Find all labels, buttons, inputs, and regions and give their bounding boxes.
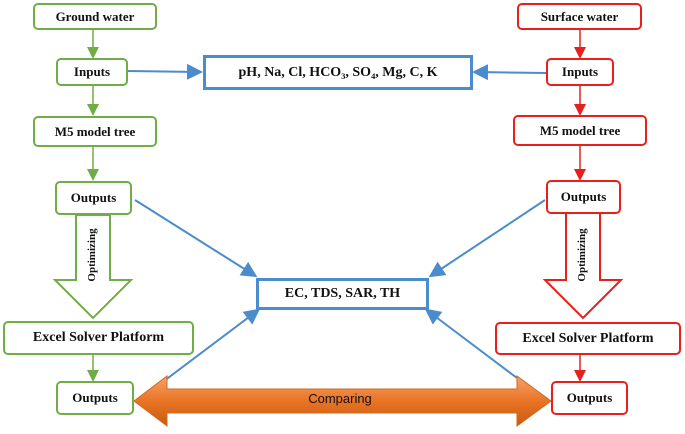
surface-water-box: Surface water bbox=[517, 3, 642, 30]
excel-solver-box-right: Excel Solver Platform bbox=[495, 322, 681, 355]
inputs-box-left: Inputs bbox=[56, 58, 128, 86]
outputs-label-right: Outputs bbox=[560, 189, 607, 204]
excel-solver-label-right: Excel Solver Platform bbox=[522, 330, 654, 346]
inputs-label-right: Inputs bbox=[561, 64, 599, 79]
m5-model-tree-box-right: M5 model tree bbox=[513, 115, 647, 146]
final-outputs-box-left: Outputs bbox=[56, 381, 134, 415]
optimizing-label-right: Optimizing bbox=[576, 228, 588, 282]
outputs-box-left: Outputs bbox=[55, 181, 132, 215]
parameters-box: pH, Na, Cl, HCO₃, SO₄, Mg, C, K bbox=[203, 55, 473, 90]
final-outputs-label-left: Outputs bbox=[72, 390, 118, 405]
arrow-outputs-right-to-indices bbox=[428, 199, 546, 278]
inputs-box-right: Inputs bbox=[546, 58, 614, 86]
m5-model-tree-label-right: M5 model tree bbox=[539, 122, 621, 138]
ground-water-box: Ground water bbox=[33, 3, 157, 30]
excel-solver-label-left: Excel Solver Platform bbox=[32, 330, 165, 345]
excel-solver-box-left: Excel Solver Platform bbox=[3, 321, 194, 355]
arrow-inputs-left-to-params bbox=[127, 63, 203, 80]
arrow-final-right-to-indices bbox=[424, 308, 526, 385]
indices-box: EC, TDS, SAR, TH bbox=[256, 278, 429, 310]
outputs-box-right: Outputs bbox=[546, 180, 621, 214]
optimizing-label-left: Optimizing bbox=[86, 228, 98, 282]
inputs-label-left: Inputs bbox=[73, 64, 111, 79]
arrow-final-left-to-indices bbox=[159, 308, 261, 385]
arrow-outputs-left-to-indices bbox=[134, 199, 258, 278]
surface-water-label: Surface water bbox=[540, 8, 619, 24]
optimizing-arrow-left bbox=[52, 214, 134, 320]
parameters-label: pH, Na, Cl, HCO₃, SO₄, Mg, C, K bbox=[238, 64, 438, 80]
final-outputs-label-right: Outputs bbox=[566, 390, 613, 405]
comparing-label: Comparing bbox=[308, 391, 372, 406]
arrow-inputs-right-to-params bbox=[472, 64, 547, 81]
outputs-label-left: Outputs bbox=[70, 190, 117, 205]
final-outputs-box-right: Outputs bbox=[551, 381, 628, 415]
indices-label: EC, TDS, SAR, TH bbox=[284, 286, 401, 301]
m5-model-tree-label-left: M5 model tree bbox=[54, 123, 136, 139]
m5-model-tree-box-left: M5 model tree bbox=[33, 116, 157, 147]
optimizing-arrow-right bbox=[542, 212, 624, 320]
ground-water-label: Ground water bbox=[55, 8, 135, 24]
